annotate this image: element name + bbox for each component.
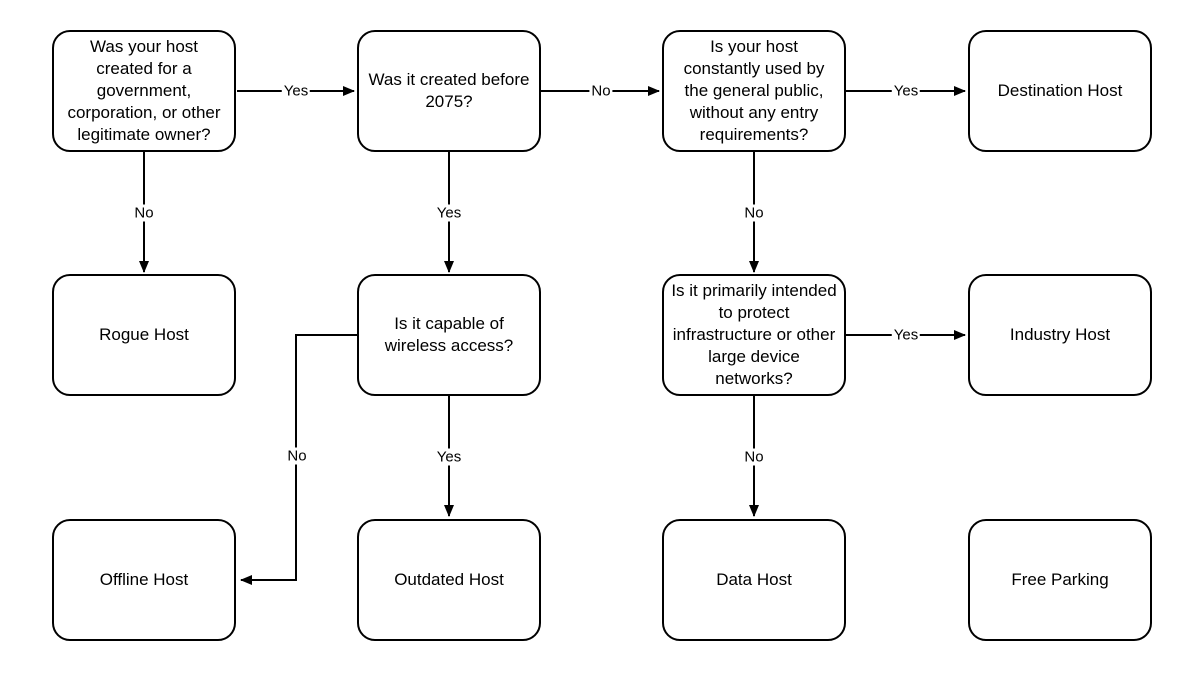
edge-label-owner-yes: Yes: [281, 82, 311, 100]
node-question-wireless-access: Is it capable of wireless access?: [357, 274, 541, 396]
node-label: Offline Host: [99, 570, 189, 589]
node-destination-host: Destination Host: [968, 30, 1152, 152]
node-label: Was it created before 2075?: [368, 70, 530, 111]
edge-label-public-no: No: [742, 204, 766, 222]
node-question-protect-infrastructure: Is it primarily intended to protect infr…: [662, 274, 846, 396]
node-question-legitimate-owner: Was your host created for a government, …: [52, 30, 236, 152]
node-label: Industry Host: [1009, 325, 1111, 344]
node-label: Is your host constantly used by the gene…: [683, 37, 825, 144]
node-label: Is it capable of wireless access?: [384, 314, 514, 355]
node-rogue-host: Rogue Host: [52, 274, 236, 396]
edge-label-public-yes: Yes: [891, 82, 921, 100]
node-label: Destination Host: [997, 81, 1123, 100]
node-label: Data Host: [716, 570, 792, 589]
edge-label-wireless-no: No: [285, 447, 309, 465]
node-question-created-before-2075: Was it created before 2075?: [357, 30, 541, 152]
edge-label-before2075-no: No: [589, 82, 613, 100]
node-label: Outdated Host: [394, 570, 504, 589]
edge-label-infra-yes: Yes: [891, 326, 921, 344]
node-data-host: Data Host: [662, 519, 846, 641]
node-label: Rogue Host: [99, 325, 189, 344]
node-label: Is it primarily intended to protect infr…: [671, 281, 837, 388]
node-free-parking: Free Parking: [968, 519, 1152, 641]
edge-label-before2075-yes: Yes: [434, 204, 464, 222]
edge-label-infra-no: No: [742, 448, 766, 466]
node-label: Was your host created for a government, …: [67, 37, 221, 144]
edge-label-owner-no: No: [132, 204, 156, 222]
edge-label-wireless-yes: Yes: [434, 448, 464, 466]
node-outdated-host: Outdated Host: [357, 519, 541, 641]
node-label: Free Parking: [1011, 570, 1109, 589]
node-question-general-public: Is your host constantly used by the gene…: [662, 30, 846, 152]
node-offline-host: Offline Host: [52, 519, 236, 641]
node-industry-host: Industry Host: [968, 274, 1152, 396]
